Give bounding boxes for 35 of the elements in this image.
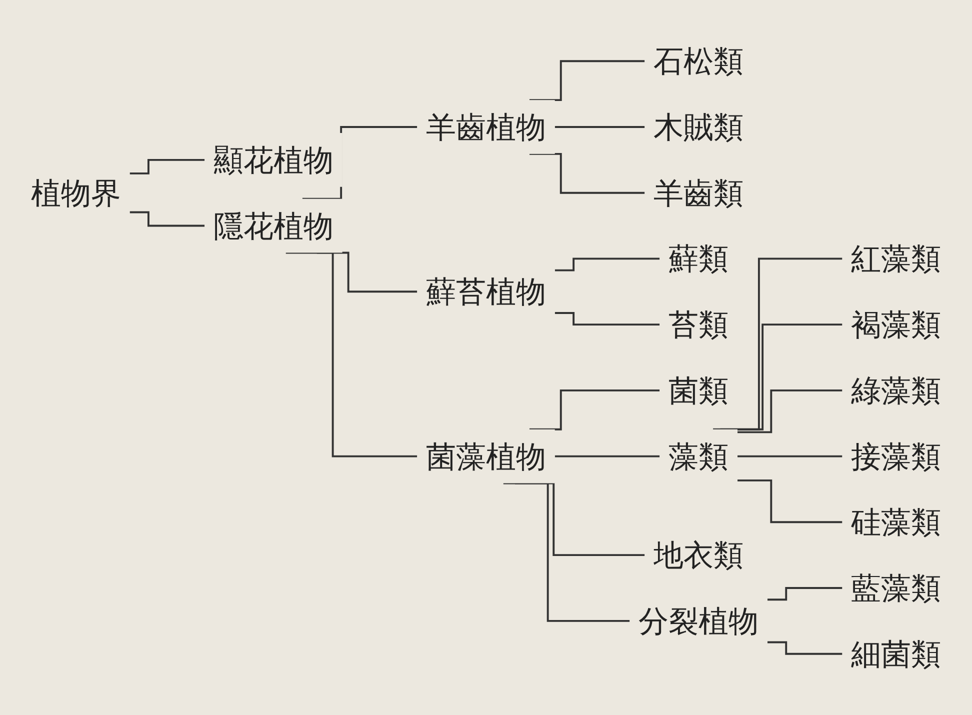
connector bbox=[767, 587, 842, 601]
node-text: 地衣類 bbox=[654, 537, 744, 574]
connector bbox=[554, 455, 660, 458]
connector bbox=[554, 312, 660, 326]
connector bbox=[720, 324, 842, 430]
connector bbox=[286, 252, 418, 458]
node-text: 蘚類 bbox=[668, 240, 728, 277]
node-text: 蘚苔植物 bbox=[426, 274, 546, 310]
node-text: 菌類 bbox=[668, 372, 728, 408]
connector bbox=[503, 482, 630, 622]
node-text: 苔類 bbox=[668, 306, 728, 343]
connector bbox=[713, 258, 842, 430]
connector bbox=[767, 641, 842, 655]
node-text: 藍藻類 bbox=[851, 570, 942, 606]
node-text: 石松類 bbox=[654, 43, 744, 80]
connector bbox=[737, 455, 842, 458]
connector bbox=[130, 211, 205, 227]
connector bbox=[529, 389, 660, 430]
node-text: 羊齒類 bbox=[654, 174, 744, 211]
node-text: 接藻類 bbox=[851, 438, 942, 474]
connector bbox=[737, 479, 842, 524]
connector bbox=[130, 158, 205, 174]
node-text: 植物界 bbox=[30, 174, 121, 211]
node-text: 木賊類 bbox=[654, 109, 744, 145]
connector bbox=[529, 60, 645, 102]
node-text: 褐藻類 bbox=[851, 306, 942, 343]
node-text: 綠藻類 bbox=[851, 372, 942, 408]
node-text: 紅藻類 bbox=[851, 240, 942, 277]
connector bbox=[529, 152, 645, 194]
connector bbox=[554, 258, 660, 272]
connector bbox=[737, 389, 842, 434]
node-text: 分裂植物 bbox=[638, 602, 758, 639]
node-text: 硅藻類 bbox=[851, 504, 942, 540]
connector bbox=[554, 126, 645, 128]
node-text: 細菌類 bbox=[851, 636, 942, 672]
